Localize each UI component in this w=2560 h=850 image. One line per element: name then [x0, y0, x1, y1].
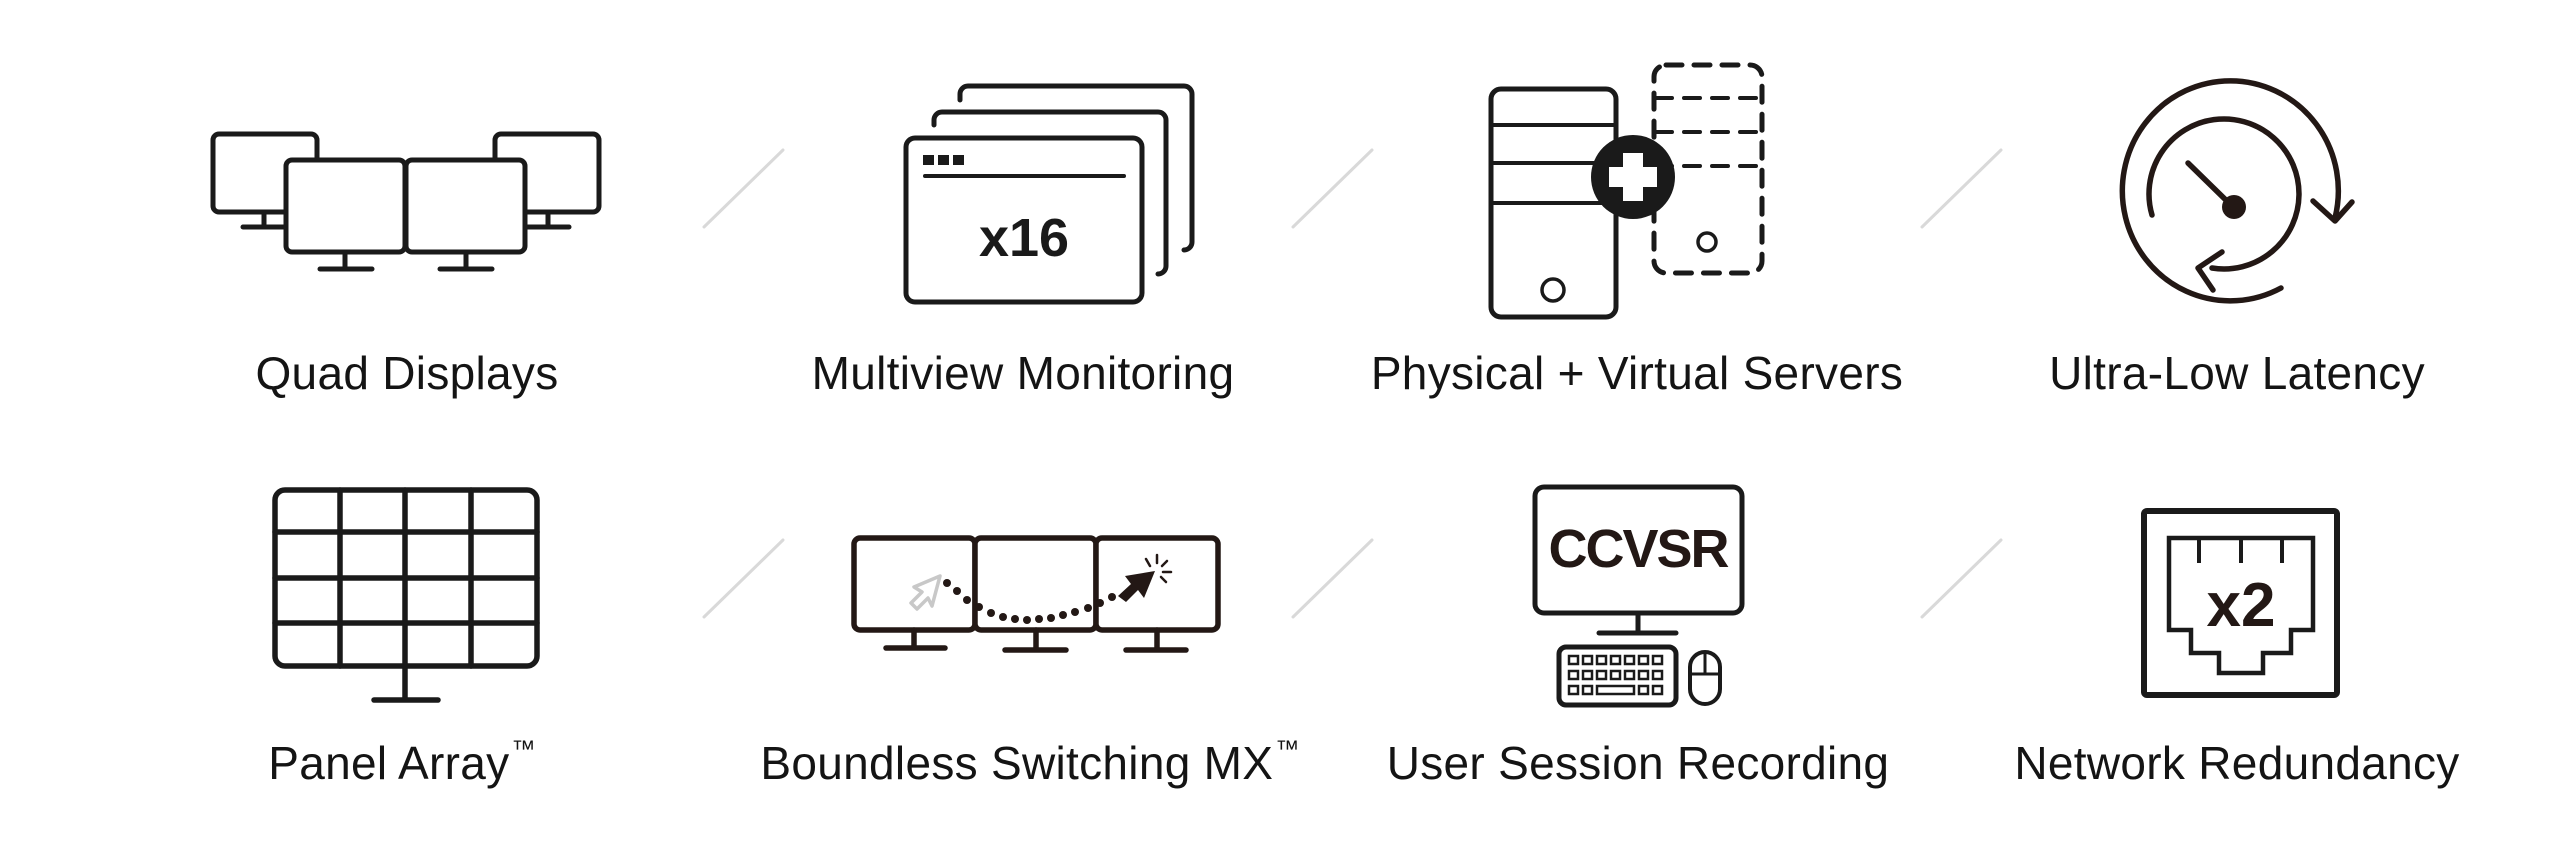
cursor-icon [1118, 571, 1155, 602]
icon-text: x16 [979, 208, 1069, 268]
feature-label: Quad Displays [255, 347, 559, 399]
feature-label: Multiview Monitoring [811, 347, 1235, 399]
divider-slash [702, 538, 785, 619]
icon-text: CCVSR [1548, 519, 1728, 579]
divider-slash [702, 148, 785, 229]
feature-label: Physical + Virtual Servers [1370, 347, 1904, 399]
keyboard-keys [1567, 654, 1664, 696]
feature-label: Ultra-Low Latency [2049, 347, 2425, 399]
divider-slash [1291, 538, 1374, 619]
feature-label: Panel Array™ [268, 736, 536, 789]
divider-slash [1291, 148, 1374, 229]
plus-icon [1609, 153, 1657, 201]
feature-label: Boundless Switching MX™ [760, 736, 1300, 789]
ghost-cursor-icon [909, 574, 942, 611]
feature-label: User Session Recording [1386, 737, 1890, 789]
divider-slash [1920, 148, 2003, 229]
divider-slash [1920, 538, 2003, 619]
click-burst-icon [1144, 553, 1173, 584]
feature-label: Network Redundancy [2014, 737, 2460, 789]
icon-text: x2 [2207, 571, 2276, 640]
dotted-path [943, 579, 1116, 624]
